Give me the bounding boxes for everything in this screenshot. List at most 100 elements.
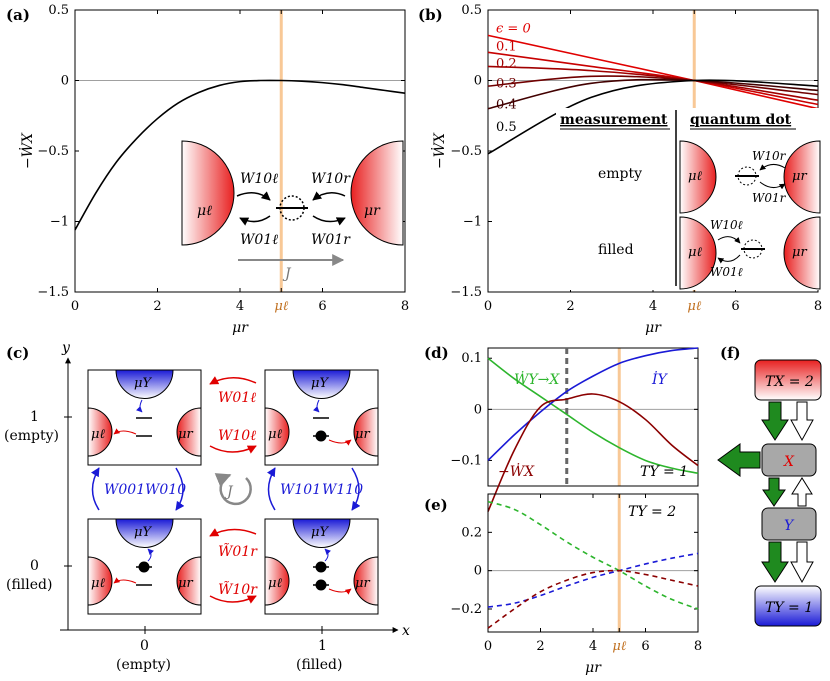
small-arrow-red [328, 588, 352, 595]
b-filled-arrow-in [717, 236, 741, 244]
table-b: measurement quantum dot empty filled μℓ … [556, 108, 821, 290]
table-header-measurement: measurement [560, 112, 668, 128]
f-box-tx [754, 359, 822, 401]
e-series-blue [487, 552, 699, 608]
mu-r-label: μr [355, 427, 370, 442]
mu-r-label: μr [178, 427, 193, 442]
c-rate-bot-r01: W̃01r [218, 542, 258, 560]
y-tick-label: 0 [474, 74, 482, 89]
panel-label-e: (e) [424, 496, 448, 514]
c-rate-blue-110: W110 [322, 482, 363, 498]
series-b-line-1 [487, 51, 819, 106]
mu-y-label: μY [134, 525, 152, 540]
panel-c: (c) y x 1 (empty) 0 (filled) 0 (empty) 1… [4, 340, 410, 673]
c-arrow-bot-right [209, 595, 257, 604]
panel-label-a: (a) [6, 6, 30, 24]
c-xtick-sub-1: (filled) [296, 657, 342, 673]
table-row-empty: empty [598, 166, 642, 182]
series-label-b-0: ϵ = 0 [496, 21, 531, 36]
lead-l [87, 556, 113, 606]
series-d [487, 347, 699, 512]
x-axis-label: μr [232, 320, 249, 336]
lead-y [115, 369, 174, 399]
d-series-wx [487, 393, 699, 512]
d-label-wx: −ẆX [498, 462, 535, 480]
d-series-wyx [487, 357, 699, 475]
series-e [487, 500, 699, 629]
c-y-label: y [61, 340, 71, 356]
f-box-y-label: Y [784, 518, 795, 534]
c-xtick-label-1: 1 [318, 638, 327, 654]
b-empty-arrow-in [759, 164, 786, 171]
f-box-x-label: X [783, 454, 795, 470]
mu-l-label: μℓ [268, 427, 282, 442]
lead-l [87, 407, 113, 457]
mu-y-label: μY [311, 525, 329, 540]
c-arrow-top-right [209, 445, 257, 454]
f-box-tx-label: TX = 2 [765, 374, 814, 390]
small-arrow-blue [136, 399, 143, 413]
y-tick-label: −1 [50, 215, 69, 230]
electron-upper [315, 561, 327, 573]
series-labels-b: ϵ = 00.10.20.30.40.5 [496, 21, 531, 135]
current-label: J [282, 266, 292, 282]
y-tick-label: 0 [474, 564, 482, 579]
c-arrow-blue-4 [351, 467, 361, 511]
lead-r [176, 556, 202, 606]
f-arrow-green-2 [762, 477, 786, 507]
e-series-darkred [487, 569, 699, 629]
series-b-line-2 [487, 65, 819, 102]
mu-l-label: μℓ [91, 576, 105, 591]
x-tick-label: 0 [484, 639, 492, 654]
x-tick-label: 4 [649, 299, 657, 314]
f-box-x [761, 443, 817, 477]
lead-left [181, 140, 235, 246]
x-tick-label: 2 [566, 299, 574, 314]
x-tick-label: μℓ [612, 639, 626, 654]
y-tick-label: 0.1 [461, 351, 482, 366]
y-axis-label: −ẆX [430, 132, 448, 169]
arrow-l01 [239, 215, 271, 226]
d-label-iy: İY [651, 370, 669, 388]
electron-lower [315, 579, 327, 591]
lead-r [176, 407, 202, 457]
small-arrow-red [328, 439, 352, 446]
series-b-line-4 [487, 78, 819, 110]
f-arrow-white-3 [790, 541, 814, 584]
c-ytick-label-1: 1 [30, 409, 39, 425]
table-header-quantum-dot: quantum dot [690, 112, 792, 128]
panel-d: (d) 0.10−0.1 ẆY→X İY −ẆX TY = 1 [424, 344, 699, 512]
y-tick-label: 0 [474, 402, 482, 417]
x-tick-label: 6 [641, 639, 649, 654]
mu-r-label: μr [355, 576, 370, 591]
b-empty-lead-left [679, 140, 717, 214]
lead-r [353, 556, 379, 606]
c-rate-blue-101: W101 [280, 482, 321, 498]
panel-label-b: (b) [418, 6, 443, 24]
d-annotation: TY = 1 [640, 464, 688, 480]
series-a-line [74, 79, 406, 231]
b-empty-mu-right: μr [792, 169, 807, 184]
c-x-label: x [402, 623, 410, 639]
x-tick-label: 8 [814, 299, 822, 314]
b-filled-mu-right: μr [792, 245, 807, 260]
table-row-filled: filled [598, 242, 634, 258]
x-tick-label: μℓ [274, 299, 288, 314]
series-label-b-2: 0.2 [496, 57, 517, 72]
x-tick-label: μℓ [687, 299, 701, 314]
b-filled-lead-left [679, 216, 717, 290]
inset-mu-left: μℓ [197, 203, 212, 219]
series-b [487, 34, 819, 155]
y-tick-label: −1.5 [37, 285, 69, 300]
x-axis-label: μr [645, 320, 662, 336]
f-arrow-output [717, 443, 761, 477]
c-rate-top-l10: W10ℓ [218, 428, 256, 444]
f-arrow-white-2 [791, 477, 813, 507]
c-xtick-sub-0: (empty) [116, 657, 171, 673]
c-rate-blue-010: W010 [145, 482, 186, 498]
